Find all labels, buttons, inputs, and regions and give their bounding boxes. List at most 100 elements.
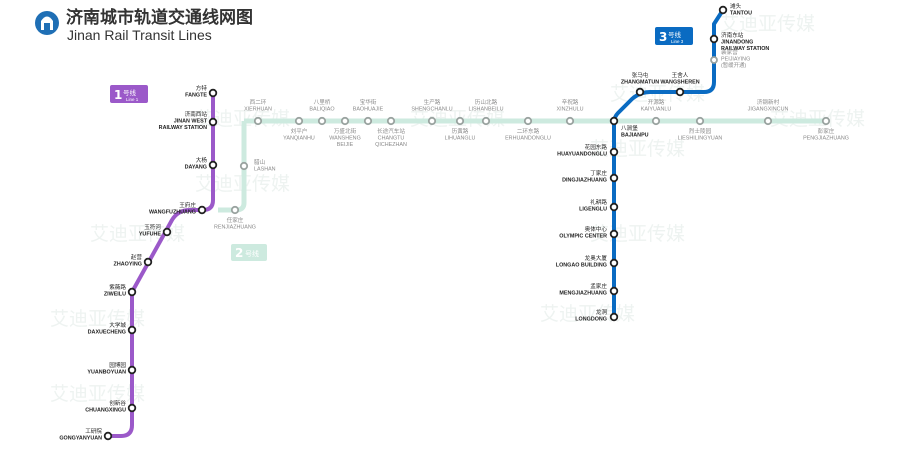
station-name-zh: 张马屯: [632, 71, 649, 79]
station-name-en: DAXUECHENG: [88, 330, 126, 336]
station-name-en: BEIJIE: [337, 142, 354, 148]
station-marker[interactable]: [609, 173, 619, 183]
station-marker[interactable]: [635, 87, 645, 97]
station-marker[interactable]: [695, 116, 705, 126]
station-name-en: FANGTE: [185, 93, 207, 99]
station-marker[interactable]: [609, 229, 619, 239]
station-marker[interactable]: [565, 116, 575, 126]
station-marker[interactable]: [103, 431, 113, 441]
station-marker[interactable]: [763, 116, 773, 126]
station-marker[interactable]: [208, 160, 218, 170]
station-marker[interactable]: [317, 116, 327, 126]
station-marker[interactable]: [609, 116, 619, 126]
station-marker[interactable]: [609, 286, 619, 296]
station-marker[interactable]: [821, 116, 831, 126]
station-name-zh: 生产路: [424, 98, 441, 106]
station-name-zh: 历山北路: [475, 98, 498, 106]
station-marker[interactable]: [523, 116, 533, 126]
station-name-en: RAILWAY STATION: [159, 125, 207, 131]
station-name-zh: 方特: [196, 84, 208, 92]
station-marker[interactable]: [609, 312, 619, 322]
station-name-en: HUAYUANDONGLU: [557, 152, 607, 158]
station-marker[interactable]: [675, 87, 685, 97]
station-marker[interactable]: [127, 287, 137, 297]
station-name-zh: 花园东路: [585, 143, 608, 151]
station-name-zh: 西二环: [250, 99, 267, 106]
station-name-en: WANSHENG: [329, 136, 361, 142]
station-name-en: QICHEZHAN: [375, 142, 407, 148]
watermark-text: 艾迪亚传媒: [50, 308, 145, 330]
station-name-zh: 长途汽车站: [377, 127, 405, 135]
station-name-en: BALIQIAO: [309, 107, 334, 113]
station-marker[interactable]: [143, 257, 153, 267]
station-marker[interactable]: [340, 116, 350, 126]
station-marker[interactable]: [239, 161, 249, 171]
station-name-en: YANQIANHU: [283, 136, 315, 142]
station-name-zh: 济南东站: [721, 31, 744, 39]
station-marker[interactable]: [363, 116, 373, 126]
station-marker[interactable]: [386, 116, 396, 126]
station-name-zh: 王舍人: [672, 71, 689, 79]
station-marker[interactable]: [127, 403, 137, 413]
station-name-en: JINAN WEST: [174, 119, 208, 125]
station-marker[interactable]: [208, 117, 218, 127]
station-name-zh: 创新谷: [109, 399, 126, 407]
station-name-en: JIGANGXINCUN: [748, 107, 789, 113]
station-marker[interactable]: [609, 202, 619, 212]
station-marker[interactable]: [455, 116, 465, 126]
station-name-en: JINANDONG: [721, 40, 753, 46]
station-marker[interactable]: [127, 365, 137, 375]
station-marker[interactable]: [481, 116, 491, 126]
station-name-en: LONGAO BUILDING: [556, 263, 607, 269]
station-marker[interactable]: [718, 5, 728, 15]
station-name-en: XINZHULU: [557, 107, 584, 113]
station-marker[interactable]: [230, 205, 240, 215]
station-name-zh: 奥体中心: [585, 225, 608, 233]
station-marker[interactable]: [162, 227, 172, 237]
station-name-en: PEIJIAYING: [721, 57, 750, 63]
station-marker[interactable]: [651, 116, 661, 126]
station-name-zh: 任家庄: [227, 216, 244, 224]
station-marker[interactable]: [197, 205, 207, 215]
station-name-zh: 腊山: [254, 158, 265, 166]
station-name-zh: 大杨: [196, 156, 208, 164]
station-name-zh: 滩头: [730, 2, 742, 10]
station-name-zh: 工研院: [85, 427, 102, 435]
station-marker[interactable]: [253, 116, 263, 126]
station-marker[interactable]: [609, 258, 619, 268]
station-marker[interactable]: [427, 116, 437, 126]
station-marker[interactable]: [127, 325, 137, 335]
line-1: 1 号线 Line 1: [108, 85, 215, 438]
station-marker[interactable]: [609, 147, 619, 157]
station-marker[interactable]: [208, 88, 218, 98]
line-2-badge: 2 号线: [231, 244, 267, 261]
watermark-text: 艾迪亚传媒: [720, 13, 815, 35]
station-marker-planned[interactable]: [710, 56, 718, 64]
line-1-badge-number: 1: [114, 88, 122, 102]
station-name-zh: 紫薇路: [109, 283, 126, 291]
line-1-track: [108, 93, 215, 438]
station-name-zh: 二环东路: [517, 127, 540, 135]
station-name-en: LONGDONG: [575, 317, 607, 323]
station-marker[interactable]: [709, 34, 719, 44]
station-marker[interactable]: [294, 116, 304, 126]
station-name-en: LIHUANGLU: [445, 136, 476, 142]
